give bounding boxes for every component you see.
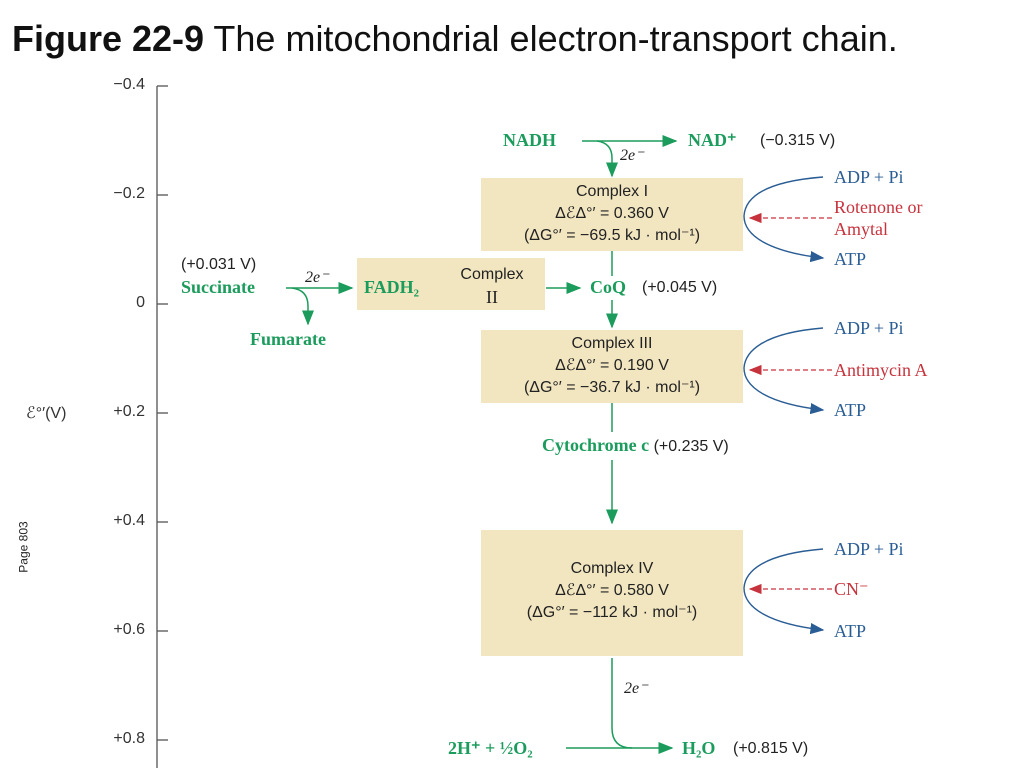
complex1-delta-g: (ΔG°′ = −69.5 kJ · mol⁻¹)	[523, 227, 701, 244]
complex3-atp-curve	[743, 327, 825, 415]
water-potential: (+0.815 V)	[733, 740, 809, 757]
cytc-row: Cytochrome c (+0.235 V)	[542, 435, 729, 456]
complex4-atp-curve	[743, 548, 825, 635]
complex2-line1: Complex	[460, 266, 524, 283]
complex3-box	[481, 330, 743, 403]
complex4-box	[481, 530, 743, 656]
nad-plus-label: NAD⁺	[688, 130, 737, 150]
complex3-delta-g: (ΔG°′ = −36.7 kJ · mol⁻¹)	[523, 379, 701, 396]
complex3-name: Complex III	[571, 335, 653, 352]
complex1-atp: ATP	[834, 249, 867, 269]
tick-label: +0.8	[113, 730, 145, 747]
succinate-label: Succinate	[181, 277, 255, 297]
tick-label: 0	[136, 294, 145, 311]
nad-potential: (−0.315 V)	[760, 132, 836, 149]
cytc-label: Cytochrome c	[542, 435, 650, 455]
tick-label: +0.4	[113, 512, 145, 529]
cytc-potential: (+0.235 V)	[653, 438, 729, 455]
figure-number: Figure 22-9	[12, 18, 205, 59]
complex2-text: Complex II	[442, 264, 542, 308]
complex1-box	[481, 178, 743, 251]
complex3-text: Complex III ΔℰΔ°′ = 0.190 V (ΔG°′ = −36.…	[481, 333, 743, 399]
complex1-inhibitor-2: Amytal	[834, 219, 888, 239]
fadh2-label: FADH₂	[364, 277, 420, 297]
y-axis-ticks	[157, 85, 168, 741]
complex2-box	[357, 258, 545, 310]
succinate-electrons: 2e⁻	[305, 269, 329, 286]
coq-potential: (+0.045 V)	[642, 279, 718, 296]
complex4-adp: ADP + Pi	[834, 539, 904, 559]
tick-label: +0.2	[113, 403, 145, 420]
complex4-delta-e: ΔℰΔ°′ = 0.580 V	[555, 582, 669, 599]
complex1-adp: ADP + Pi	[834, 167, 904, 187]
succinate-to-fumarate-arrow	[291, 287, 314, 326]
complex1-inhibitor-1: Rotenone or	[834, 197, 923, 217]
complex3-atp: ATP	[834, 400, 867, 420]
complex1-text: Complex I ΔℰΔ°′ = 0.360 V (ΔG°′ = −69.5 …	[481, 181, 743, 247]
oxygen-reactant: 2H⁺ + ½O₂	[448, 738, 533, 758]
tick-label: −0.2	[113, 185, 145, 202]
complex4-inhibitor: CN⁻	[834, 579, 869, 599]
complex1-delta-e: ΔℰΔ°′ = 0.360 V	[555, 205, 669, 222]
figure-caption: The mitochondrial electron-transport cha…	[204, 18, 898, 59]
complex3-delta-e: ΔℰΔ°′ = 0.190 V	[555, 357, 669, 374]
succinate-potential: (+0.031 V)	[181, 256, 257, 273]
complex2-line2: II	[486, 287, 498, 307]
complex4-text: Complex IV ΔℰΔ°′ = 0.580 V (ΔG°′ = −112 …	[481, 558, 743, 624]
coq-label: CoQ	[590, 277, 626, 297]
complex3-inhibitor: Antimycin A	[834, 360, 928, 380]
complex4-name: Complex IV	[570, 560, 654, 577]
complex4-delta-g: (ΔG°′ = −112 kJ · mol⁻¹)	[526, 604, 698, 621]
complex3-adp: ADP + Pi	[834, 318, 904, 338]
complex1-atp-curve	[743, 176, 825, 263]
complex4-atp: ATP	[834, 621, 867, 641]
figure-title: Figure 22-9 The mitochondrial electron-t…	[12, 18, 898, 60]
water-product: H₂O	[682, 738, 716, 758]
nadh-label: NADH	[503, 130, 556, 150]
nadh-electrons: 2e⁻	[620, 147, 644, 164]
tick-label: +0.6	[113, 621, 145, 638]
tick-label: −0.4	[113, 76, 145, 93]
axis-label: ℰ°′(V)	[26, 405, 67, 422]
fumarate-label: Fumarate	[250, 329, 326, 349]
complex4-to-water-arrow	[611, 658, 674, 754]
bottom-electrons: 2e⁻	[624, 680, 648, 697]
nadh-to-complex1-arrow	[596, 140, 618, 178]
complex1-name: Complex I	[575, 183, 649, 200]
